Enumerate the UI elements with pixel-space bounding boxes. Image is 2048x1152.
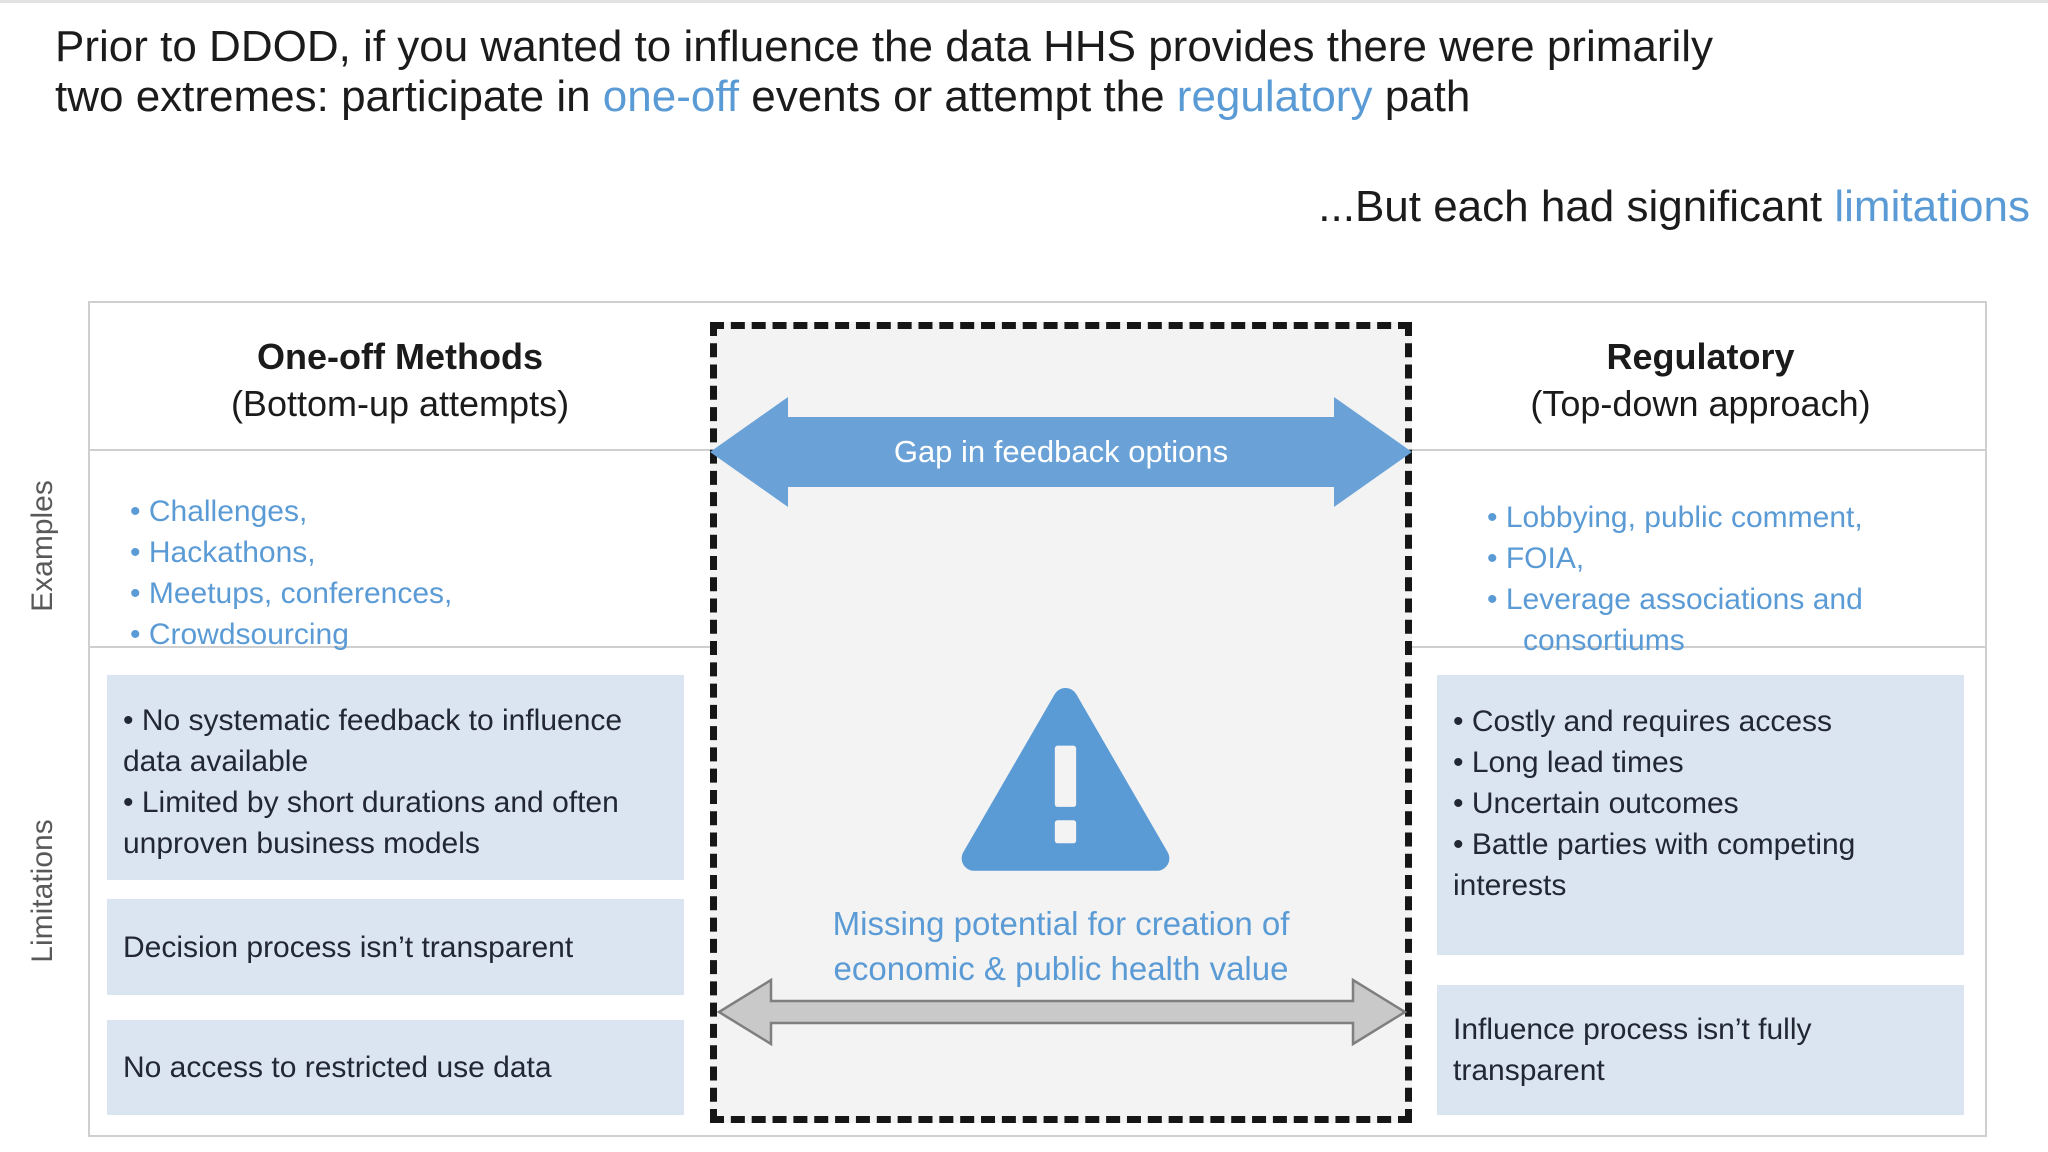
column-header-regulatory: Regulatory (Top-down approach) bbox=[1412, 333, 1989, 427]
gap-arrow-text: Gap in feedback options bbox=[893, 434, 1229, 469]
title-segment-one-off: one-off bbox=[602, 72, 739, 121]
column-subtitle-oneoff: (Bottom-up attempts) bbox=[230, 383, 570, 424]
limitation-box-regulatory-2: Influence process isn’t fully transparen… bbox=[1437, 985, 1964, 1115]
list-item: • Leverage associations and consortiums bbox=[1487, 583, 1863, 657]
column-subtitle-regulatory: (Top-down approach) bbox=[1530, 383, 1871, 424]
title-line-1: Prior to DDOD, if you wanted to influenc… bbox=[55, 22, 2005, 72]
subtitle-segment-limitations: limitations bbox=[1834, 182, 2030, 231]
examples-list-oneoff: • Challenges, • Hackathons, • Meetups, c… bbox=[130, 491, 650, 655]
list-item: • Challenges, bbox=[130, 495, 308, 528]
limitation-text: • Uncertain outcomes bbox=[1453, 787, 1739, 820]
limitation-text: • Costly and requires access bbox=[1453, 705, 1832, 738]
limitation-text: • No systematic feedback to influence da… bbox=[123, 704, 623, 778]
slide-subtitle: ...But each had significant limitations bbox=[1318, 182, 2030, 232]
top-edge-line bbox=[0, 0, 2048, 3]
missed-value-arrow-icon bbox=[717, 977, 1407, 1047]
list-item: • Hackathons, bbox=[130, 536, 316, 569]
limitation-text: Influence process isn’t fully transparen… bbox=[1453, 1013, 1812, 1087]
title-segment: Prior to DDOD, if you wanted to influenc… bbox=[55, 22, 1714, 71]
limitation-box-oneoff-2: Decision process isn’t transparent bbox=[107, 899, 684, 995]
column-title-oneoff: One-off Methods bbox=[257, 336, 543, 377]
title-segment: events or attempt the bbox=[739, 72, 1177, 121]
limitation-box-regulatory-1: • Costly and requires access • Long lead… bbox=[1437, 675, 1964, 955]
limitation-text: • Limited by short durations and often u… bbox=[123, 786, 619, 860]
limitation-text: No access to restricted use data bbox=[123, 1051, 552, 1084]
list-item: • Lobbying, public comment, bbox=[1487, 501, 1863, 534]
limitation-text: • Battle parties with competing interest… bbox=[1453, 828, 1856, 902]
row-label-limitations: Limitations bbox=[26, 819, 59, 963]
title-line-2: two extremes: participate in one-off eve… bbox=[55, 72, 2005, 122]
row-label-examples: Examples bbox=[26, 480, 59, 612]
column-title-regulatory: Regulatory bbox=[1606, 336, 1795, 377]
comparison-table: One-off Methods (Bottom-up attempts) Reg… bbox=[88, 301, 1987, 1137]
limitation-text: • Long lead times bbox=[1453, 746, 1684, 779]
list-item: • Meetups, conferences, bbox=[130, 577, 453, 610]
gap-arrow-label: Gap in feedback options bbox=[710, 395, 1412, 509]
double-arrow-icon bbox=[710, 397, 1412, 507]
list-item: • FOIA, bbox=[1487, 542, 1585, 575]
subtitle-segment: ...But each had significant bbox=[1318, 182, 1835, 231]
limitation-box-oneoff-1: • No systematic feedback to influence da… bbox=[107, 675, 684, 880]
page-title: Prior to DDOD, if you wanted to influenc… bbox=[55, 22, 2005, 122]
column-header-oneoff: One-off Methods (Bottom-up attempts) bbox=[90, 333, 710, 427]
title-segment-regulatory: regulatory bbox=[1176, 72, 1373, 121]
warning-icon bbox=[961, 687, 1170, 871]
title-segment: path bbox=[1372, 72, 1471, 121]
title-segment: two extremes: participate in bbox=[55, 72, 603, 121]
limitation-box-oneoff-3: No access to restricted use data bbox=[107, 1020, 684, 1115]
list-item: • Crowdsourcing bbox=[130, 618, 349, 651]
limitation-text: Decision process isn’t transparent bbox=[123, 930, 574, 964]
gap-message: Missing potential for creation of econom… bbox=[832, 905, 1290, 987]
examples-list-regulatory: • Lobbying, public comment, • FOIA, • Le… bbox=[1487, 497, 1967, 661]
